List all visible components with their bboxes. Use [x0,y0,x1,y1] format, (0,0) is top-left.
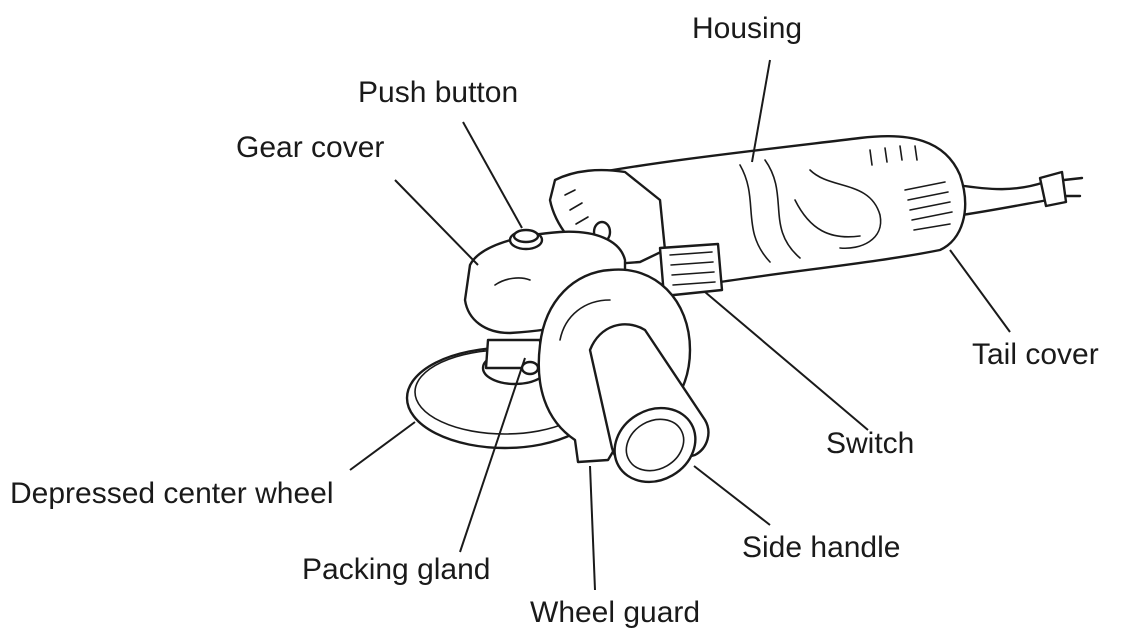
label-packing-gland: Packing gland [302,553,491,586]
leader-housing [751,59,771,163]
label-push-button: Push button [358,76,519,109]
label-depressed-center-wheel: Depressed center wheel [10,477,334,510]
leader-push-button [462,121,523,229]
label-side-handle: Side handle [742,531,901,564]
label-wheel-guard: Wheel guard [530,596,701,629]
label-tail-cover: Tail cover [972,338,1099,371]
side-handle-body [588,323,710,484]
leader-depressed-wheel [349,421,416,471]
leader-switch [704,291,869,431]
label-switch: Switch [826,427,915,460]
switch-body [658,242,724,298]
leader-wheel-guard [589,465,596,591]
label-housing: Housing [692,12,803,45]
leader-gear-cover [394,179,479,266]
leader-tail-cover [949,249,1011,333]
leader-packing-gland [459,357,526,553]
leader-side-handle [693,465,771,526]
label-gear-cover: Gear cover [236,131,385,164]
leader-lines [349,59,1011,591]
power-cord [956,170,1084,217]
